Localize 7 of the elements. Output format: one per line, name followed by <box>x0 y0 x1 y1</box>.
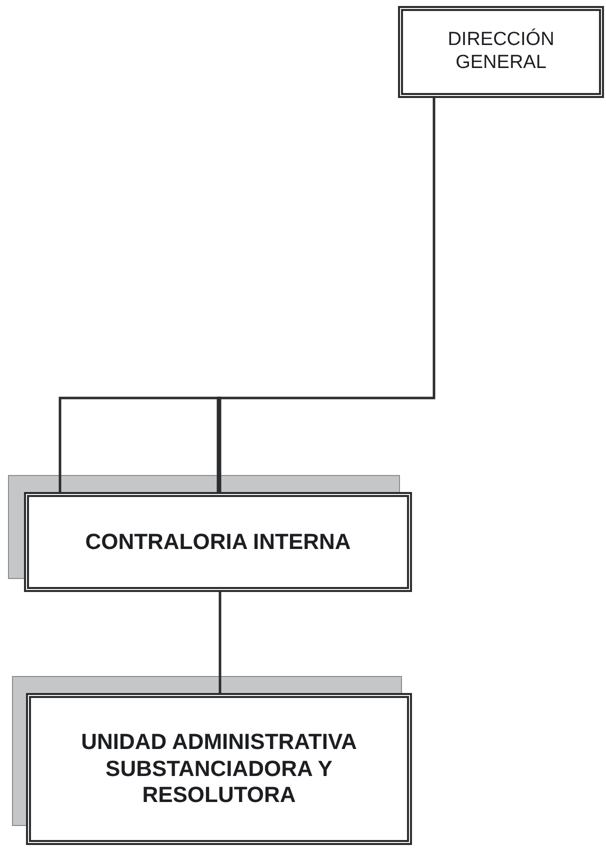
org-box <box>24 492 412 592</box>
connector-line <box>216 98 436 492</box>
org-box <box>26 693 412 845</box>
unit-name: UNIDAD ADMINISTRATIVA SUBSTANCIADORA Y RESOLUTORA <box>80 729 358 809</box>
unit-name: CONTRALORIA INTERNA <box>85 528 351 556</box>
unit-name: DIRECCIÓN GENERAL <box>446 29 556 75</box>
org-box <box>398 6 604 98</box>
